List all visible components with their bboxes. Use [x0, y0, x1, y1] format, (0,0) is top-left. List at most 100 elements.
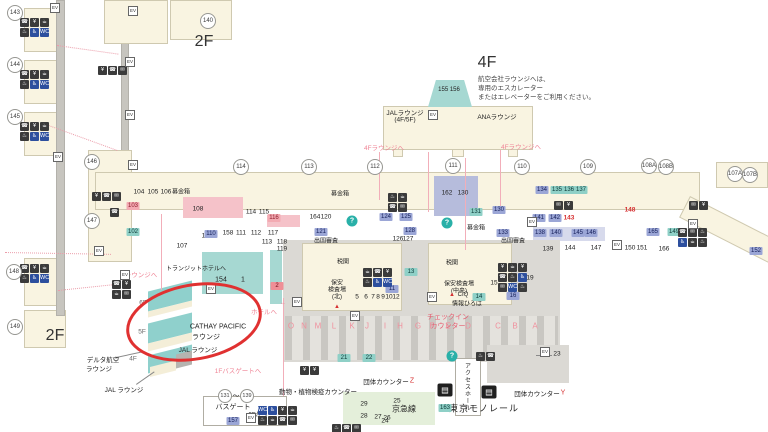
jal-lounge-4f-label: JALラウンジ — [386, 110, 424, 117]
elevator-icon: EV — [50, 3, 60, 13]
spot-136: 136 — [562, 186, 576, 194]
lounge-note-line2: 専用のエスカレーター — [478, 85, 543, 92]
spot-23: 23 — [553, 350, 561, 358]
link-lounge: ラウンジへ — [124, 272, 158, 279]
checkin-row-g: G — [414, 321, 422, 331]
keikyu-train-icon: ▤ — [437, 383, 453, 397]
security-north-line3: (北) — [332, 294, 342, 301]
info-icon-3: ? — [446, 350, 458, 362]
checkin-counter-label1: チェックイン — [427, 314, 469, 321]
toilet-icon: WC — [40, 80, 50, 89]
amenity-icon: ¥ — [383, 268, 392, 277]
amenity-icon: ☎ — [108, 66, 117, 75]
spot-1: 1 — [241, 276, 245, 284]
group-counter-y-label: 団体カウンター — [514, 391, 560, 398]
ana-lounge-label: ANAラウンジ — [477, 114, 517, 121]
pink-line-4 — [500, 150, 501, 208]
spot-157: 157 — [226, 417, 240, 425]
amenity-icon: ♨ — [363, 278, 372, 287]
amenity-icon: ✉ — [288, 416, 297, 425]
link-4f-lounge-left: 4Fラウンジへ — [363, 145, 405, 152]
amenity-icon: ¥ — [518, 263, 527, 272]
gate-109: 109 — [580, 159, 596, 175]
amenity-icon: ☎ — [342, 424, 351, 432]
spot-140: 140 — [549, 229, 563, 237]
spot-163: 163 — [438, 404, 452, 412]
amenity-icon: ✉ — [118, 66, 127, 75]
spot-117: 117 — [267, 229, 279, 237]
amenity-icon: ♨ — [698, 228, 707, 237]
group-counter-y-letter: Y — [560, 389, 566, 397]
busgate-range-tilde: 〜 — [232, 393, 240, 400]
gate-108B: 108B — [658, 159, 674, 175]
spot-114: 114 — [245, 208, 257, 216]
info-icon-2: ? — [441, 217, 453, 229]
busgate-label: バスゲート — [215, 404, 251, 411]
monorail-train-icon: ▤ — [481, 385, 497, 399]
checkin-row-c: C — [495, 321, 501, 331]
structure-4f — [383, 106, 533, 150]
floor-label-2f-north: 2F — [194, 33, 214, 50]
amenity-icon: ✉ — [689, 201, 698, 210]
spot-130b: 130 — [492, 206, 506, 214]
checkin-row-j: J — [365, 321, 369, 331]
toilet-icon: ♿ — [30, 28, 39, 37]
amenity-icon: ¥ — [498, 263, 507, 272]
amenity-icon: ☕ — [40, 70, 49, 79]
gate-145: 145 — [7, 109, 23, 125]
amenity-icon: ¥ — [98, 66, 107, 75]
amenity-icon: ☎ — [112, 280, 121, 289]
amenity-icon: ✉ — [112, 192, 121, 201]
tower-floor-4f: 4F — [129, 355, 137, 363]
lounge-tower — [148, 280, 192, 384]
spot-142: 142 — [548, 214, 562, 222]
keikyu-area — [343, 392, 435, 425]
amenity-icon: ¥ — [92, 192, 101, 201]
amenity-icon: ♨ — [258, 416, 267, 425]
amenity-icon: ☎ — [20, 264, 29, 273]
amenity-icon: ✉ — [122, 290, 131, 299]
dotted-link-3 — [58, 284, 112, 291]
gate-139: 139 — [240, 389, 254, 403]
spot-14: 14 — [472, 293, 486, 301]
jal-lounge-5f-label: JAL ラウンジ — [178, 347, 218, 354]
spot-21: 21 — [337, 354, 351, 362]
checkin-row-h: H — [397, 321, 403, 331]
amenity-icon: ☕ — [40, 264, 49, 273]
amenity-icon: ¥ — [30, 264, 39, 273]
zone-155-156 — [428, 80, 472, 107]
structure-4f-stub3 — [508, 149, 518, 157]
spot-150: 150 — [624, 244, 636, 252]
elevator-icon: EV — [206, 284, 216, 294]
spot-28: 28 — [360, 412, 368, 420]
gate-140: 140 — [200, 13, 216, 29]
spot-152: 152 — [749, 247, 763, 255]
amenity-icon: ✉ — [498, 283, 507, 292]
spot-147: 147 — [590, 244, 602, 252]
spot-138: 138 — [533, 229, 547, 237]
checkin-row-b: B — [512, 321, 518, 331]
checkin-row-e: E — [445, 321, 451, 331]
elevator-icon: EV — [246, 413, 256, 423]
link-hotel: ホテルへ — [251, 309, 277, 316]
from-3f-label: 3Fから — [248, 410, 267, 419]
security-central-line1: 保安検査場 — [443, 281, 475, 288]
spot-128: 128 — [403, 227, 417, 235]
spot-125: 125 — [399, 213, 413, 221]
security-central-line2: (中央) — [451, 288, 467, 295]
toilet-icon: ♿ — [30, 274, 39, 283]
tokyo-monorail-label: 東京モノレール — [448, 403, 520, 414]
amenity-icon: ☎ — [388, 203, 397, 212]
spot-115: 115 — [258, 208, 270, 216]
gate-107B: 107B — [742, 167, 758, 183]
security-north-marker: ▲ — [334, 304, 340, 310]
amenity-icon: ☎ — [110, 208, 119, 217]
link-1f-busgate: 1Fバスゲートへ — [214, 368, 262, 375]
amenity-icon: ¥ — [278, 406, 287, 415]
spot-8: 8 — [376, 293, 380, 301]
amenity-icon: ☎ — [373, 268, 382, 277]
elevator-icon: EV — [427, 292, 437, 302]
amenity-icon: ☕ — [688, 238, 697, 247]
transit-hotel-label: トランジットホテルへ — [165, 266, 227, 273]
amenity-icon: ✉ — [352, 424, 361, 432]
